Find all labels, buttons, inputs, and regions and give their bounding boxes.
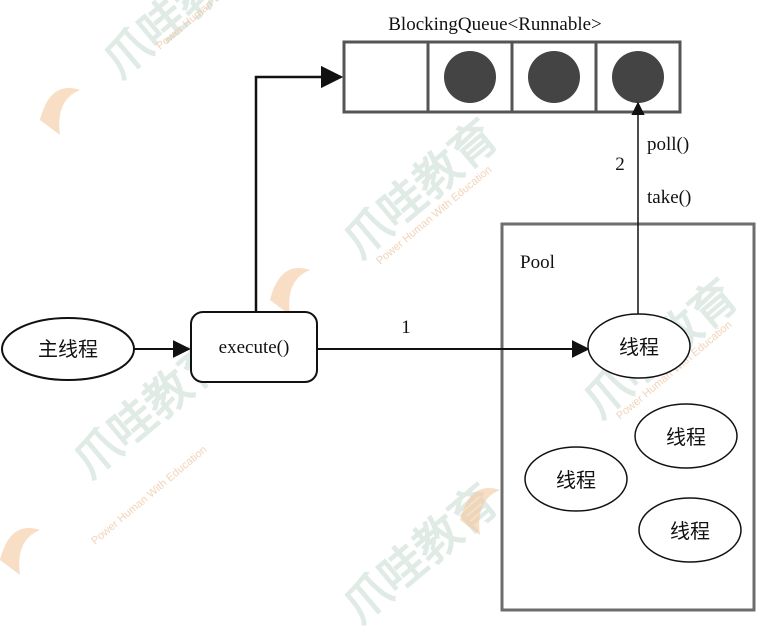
execute-label: execute(): [219, 337, 290, 358]
pool-thread-2: 线程: [634, 403, 738, 469]
watermark-swoosh: [460, 488, 500, 535]
watermark-brand: 爪哇教育: [332, 109, 508, 269]
pool-thread-1: 线程: [587, 313, 691, 379]
method-poll: poll(): [647, 134, 689, 155]
edge-label-1: 1: [401, 317, 411, 338]
thread-label: 线程: [670, 519, 710, 543]
pool-title: Pool: [520, 252, 555, 273]
thread-node: [638, 497, 742, 563]
thread-node: [587, 313, 691, 379]
edge-execute-to-queue: [254, 65, 344, 312]
thread-label: 线程: [666, 425, 706, 449]
queue-task-2: [444, 51, 496, 103]
method-take: take(): [647, 187, 691, 208]
queue-title: BlockingQueue<Runnable>: [388, 14, 602, 35]
pool-thread-3: 线程: [524, 446, 628, 512]
pool-box: [500, 222, 756, 612]
watermark-swoosh: [0, 528, 40, 575]
thread-label: 线程: [619, 335, 659, 359]
watermark-swoosh: [270, 268, 310, 315]
watermark-swoosh: [40, 88, 80, 135]
queue-task-4: [612, 51, 664, 103]
queue-task-3: [528, 51, 580, 103]
thread-label: 线程: [556, 468, 596, 492]
blocking-queue: [342, 40, 682, 114]
pool-thread-4: 线程: [638, 497, 742, 563]
thread-node: [634, 403, 738, 469]
watermark-brand: 爪哇教育: [92, 0, 268, 88]
execute-node: [190, 311, 318, 383]
edge-label-2: 2: [615, 154, 625, 175]
main-thread-label: 主线程: [38, 337, 98, 361]
thread-node: [524, 446, 628, 512]
